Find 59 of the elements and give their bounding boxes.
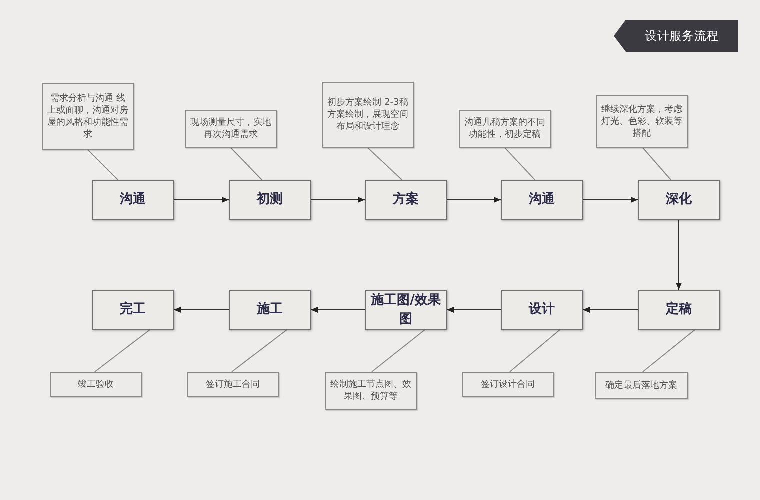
arrow <box>174 307 230 313</box>
note-box <box>462 372 554 397</box>
step-label: 初测 <box>257 190 283 210</box>
process-box <box>229 290 311 330</box>
leader-line <box>368 148 402 180</box>
leader-line <box>510 330 560 372</box>
arrow <box>174 197 230 203</box>
process-box <box>501 180 583 220</box>
step-label: 沟通 <box>529 191 555 210</box>
step-label: 沟通 <box>120 191 146 210</box>
process-box <box>501 290 583 330</box>
note-box <box>459 110 551 148</box>
process-box <box>92 290 174 330</box>
step-label: 设计 <box>529 301 555 320</box>
process-box <box>638 290 720 330</box>
process-box <box>229 180 311 220</box>
note-text: 沟通几稿方案的不同功能性，初步定稿 <box>464 117 546 141</box>
leader-line <box>504 148 536 180</box>
note-text: 现场测量尺寸，实地再次沟通需求 <box>190 117 272 141</box>
note-text: 初步方案绘制 2-3稿方案绘制，展现空间布局和设计理念 <box>327 97 409 133</box>
arrow <box>582 197 638 203</box>
leader-line <box>372 330 426 372</box>
note-text: 需求分析与沟通 线上或面聊，沟通对房屋的风格和功能性需求 <box>47 92 129 140</box>
step-label: 施工图/效果图 <box>370 292 442 329</box>
note-text: 确定最后落地方案 <box>606 380 678 392</box>
arrow <box>310 307 366 313</box>
note-box <box>50 372 142 397</box>
note-text: 竣工验收 <box>78 378 114 390</box>
note-box <box>185 110 277 148</box>
note-text: 继续深化方案，考虑灯光、色彩、软装等搭配 <box>601 104 683 140</box>
note-text: 签订施工合同 <box>206 378 260 390</box>
process-box <box>638 180 720 220</box>
note-box <box>187 372 279 397</box>
leader-line <box>232 330 288 372</box>
step-label: 定稿 <box>666 300 692 320</box>
arrow <box>446 197 502 203</box>
arrow <box>676 220 682 290</box>
note-box <box>322 82 414 148</box>
note-text: 绘制施工节点图、效果图、预算等 <box>330 379 412 403</box>
leader-line <box>88 150 118 180</box>
title-tag: 设计服务流程 <box>614 20 738 52</box>
note-box <box>595 372 688 399</box>
arrow <box>582 307 638 313</box>
arrow <box>310 197 366 203</box>
step-label: 深化 <box>666 191 692 210</box>
note-box <box>325 372 417 410</box>
leader-line <box>94 330 150 372</box>
leader-line <box>642 148 672 180</box>
arrow <box>446 307 502 313</box>
leader-line <box>642 330 696 372</box>
step-label: 施工 <box>257 301 283 320</box>
process-box <box>92 180 174 220</box>
step-label: 完工 <box>120 300 146 320</box>
note-text: 签订设计合同 <box>481 378 535 390</box>
note-box <box>42 83 134 150</box>
note-box <box>596 95 688 148</box>
process-box <box>365 180 447 220</box>
leader-line <box>230 148 262 180</box>
step-label: 方案 <box>393 190 419 210</box>
